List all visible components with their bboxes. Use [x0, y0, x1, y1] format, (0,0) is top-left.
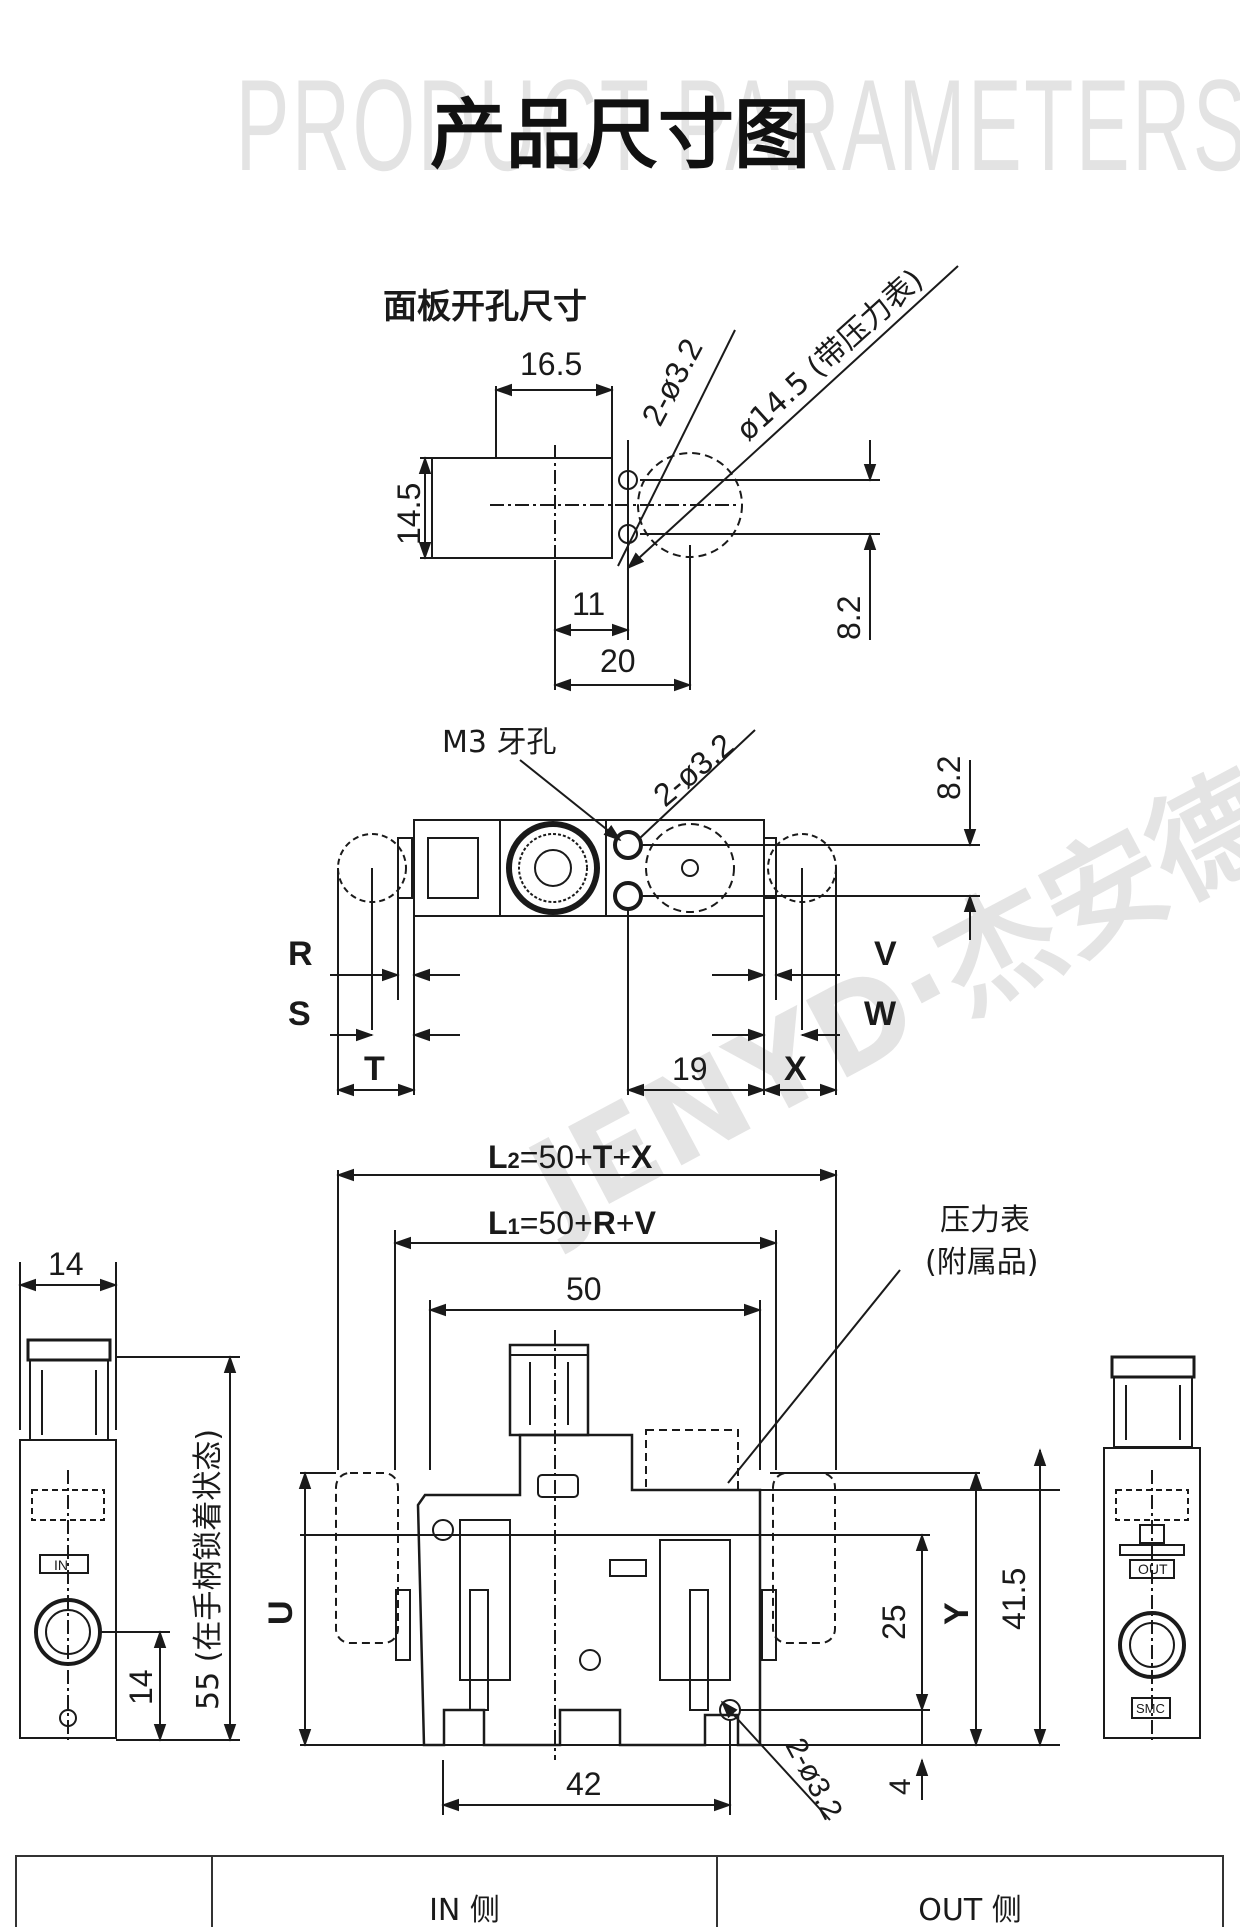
- dim-14-top: 14: [48, 1246, 84, 1282]
- front-view-diagram: [298, 1168, 1060, 1821]
- table-header-in: IN 侧: [213, 1857, 718, 1928]
- table-header-out: OUT 侧: [918, 1893, 1022, 1928]
- dim-4: 4: [884, 1778, 917, 1795]
- dim-holes-panel: 2-ø3.2: [634, 333, 709, 432]
- label-W: W: [864, 995, 897, 1033]
- dim-16-5: 16.5: [520, 346, 582, 382]
- dim-50: 50: [566, 1271, 602, 1307]
- gauge-label-1: 压力表: [940, 1203, 1030, 1238]
- gauge-label-2: (附属品): [925, 1245, 1038, 1280]
- dim-8-2-top: 8.2: [931, 756, 967, 800]
- right-port-label: OUT: [1138, 1561, 1168, 1577]
- panel-cutout-title: 面板开孔尺寸: [383, 287, 587, 327]
- dim-14-side: 14: [123, 1669, 159, 1705]
- dim-41-5: 41.5: [996, 1568, 1032, 1630]
- label-X: X: [784, 1050, 807, 1088]
- brand-label: SMC: [1136, 1701, 1165, 1716]
- label-S: S: [288, 995, 311, 1033]
- label-T: T: [364, 1050, 385, 1088]
- svg-text:L2=50+T+X: L2=50+T+X: [488, 1139, 653, 1175]
- dim-20: 20: [600, 643, 636, 679]
- label-U: U: [262, 1600, 300, 1625]
- label-R: R: [288, 935, 313, 973]
- dim-holes-top: 2-ø3.2: [646, 726, 740, 813]
- dim-55: 55 (在手柄锁着状态): [191, 1429, 226, 1710]
- dim-42: 42: [566, 1766, 602, 1802]
- dim-8-2-panel: 8.2: [831, 596, 867, 640]
- left-side-view-diagram: [18, 1262, 240, 1742]
- m3-thread-label: M3 牙孔: [442, 725, 557, 760]
- right-side-view-diagram: [1103, 1355, 1201, 1740]
- L2-formula: L2=50+T+X: [488, 1139, 653, 1175]
- table-header-blank: [17, 1857, 213, 1927]
- svg-text:L1=50+R+V: L1=50+R+V: [488, 1205, 657, 1241]
- panel-cutout-diagram: [418, 265, 959, 692]
- dim-11: 11: [572, 586, 605, 622]
- page-title: 产品尺寸图: [430, 90, 810, 179]
- dim-14-5: 14.5: [391, 483, 427, 545]
- label-Y: Y: [938, 1602, 976, 1625]
- dim-19: 19: [672, 1051, 708, 1087]
- left-port-label: IN: [54, 1557, 68, 1573]
- dim-holes-front: 2-ø3.2: [779, 1733, 849, 1825]
- L1-formula: L1=50+R+V: [488, 1205, 657, 1241]
- label-V: V: [874, 935, 897, 973]
- port-table: IN 侧 OUT 侧: [15, 1855, 1224, 1928]
- dim-25: 25: [876, 1604, 912, 1640]
- top-view-diagram: [330, 729, 980, 1097]
- dim-gauge-hole: ø14.5 (带压力表): [730, 263, 930, 448]
